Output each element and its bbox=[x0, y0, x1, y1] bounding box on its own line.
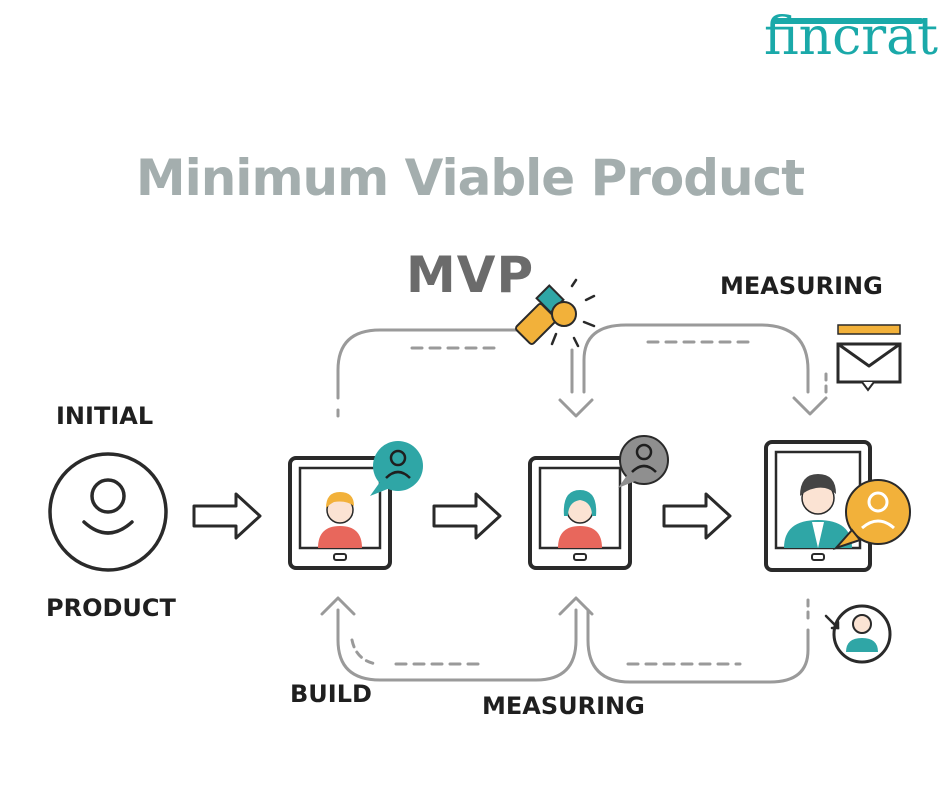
wrench-icon bbox=[515, 278, 596, 348]
arrow-right-icon bbox=[432, 492, 502, 540]
up-arrow-heads bbox=[320, 596, 594, 616]
build-label: BUILD bbox=[290, 680, 372, 708]
page-title: Minimum Viable Product bbox=[135, 149, 805, 207]
user-badge-icon bbox=[824, 604, 892, 664]
down-arrow-heads bbox=[558, 396, 828, 418]
arrow-right-icon bbox=[662, 492, 732, 540]
tablet-icon bbox=[764, 440, 872, 572]
logo-bar bbox=[772, 18, 924, 24]
mvp-label: MVP bbox=[406, 246, 535, 304]
user-badge-icon bbox=[832, 479, 911, 551]
product-label: PRODUCT bbox=[46, 594, 176, 622]
arrow-right-icon bbox=[192, 492, 262, 540]
tablet-icon bbox=[528, 456, 632, 570]
chat-user-icon bbox=[618, 435, 669, 488]
measuring-bottom-label: MEASURING bbox=[482, 692, 645, 720]
top-loop-lines bbox=[336, 323, 828, 422]
envelope-icon bbox=[836, 324, 902, 392]
fincrat-logo: fincrat bbox=[764, 4, 939, 74]
initial-label: INITIAL bbox=[56, 402, 154, 430]
bottom-loop-lines bbox=[336, 598, 810, 684]
user-circle-icon bbox=[48, 452, 168, 572]
logo-text: fincrat bbox=[764, 7, 939, 67]
measuring-top-label: MEASURING bbox=[720, 272, 883, 300]
chat-user-icon bbox=[370, 441, 423, 496]
tablet-icon bbox=[288, 456, 392, 570]
